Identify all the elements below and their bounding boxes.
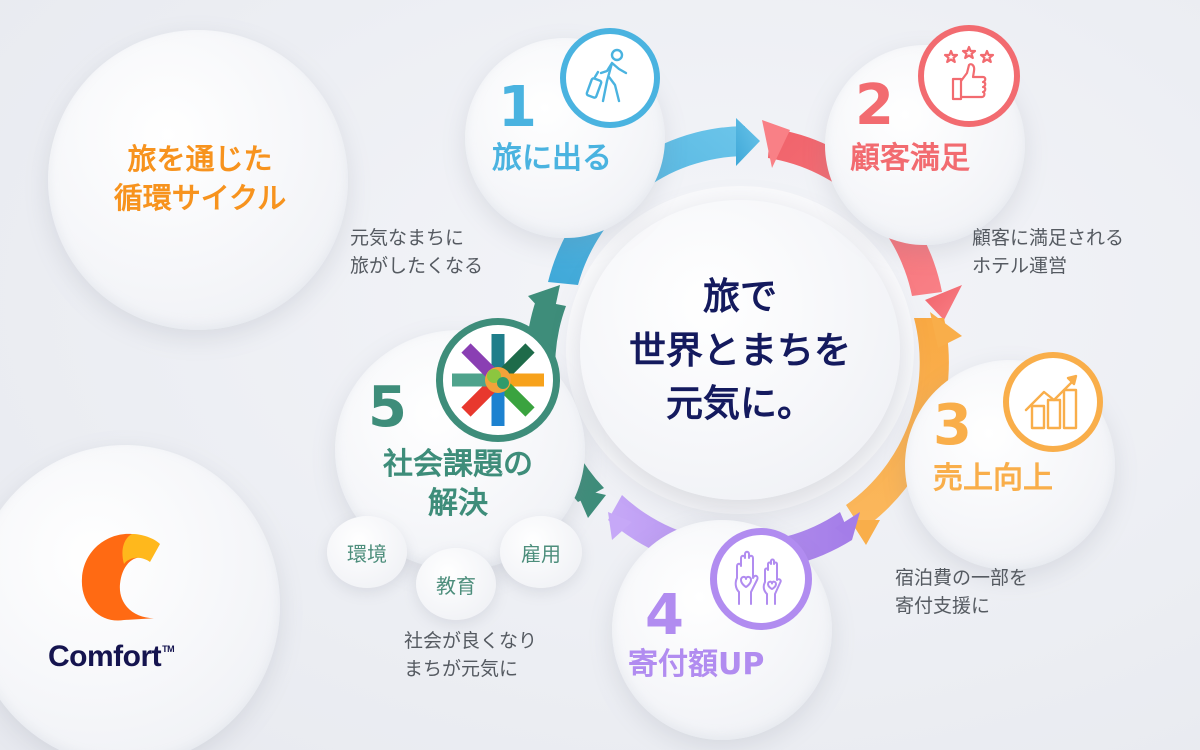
- step-2-caption: 顧客に満足される ホテル運営: [972, 227, 1125, 277]
- step-3-label: 売上向上: [933, 461, 1053, 496]
- step-5-label: 社会課題の 解決: [383, 447, 533, 521]
- step-1-caption: 元気なまちに 旅がしたくなる: [350, 227, 484, 277]
- sub-topic-label: 雇用: [521, 541, 561, 566]
- comfort-logo-icon: [81, 533, 160, 621]
- step-2-icon-circle: [918, 25, 1020, 127]
- brand-name: ComfortTM: [48, 640, 175, 674]
- sub-topic-education: 教育: [416, 548, 496, 620]
- step-4-caption: 宿泊費の一部を 寄付支援に: [895, 567, 1029, 617]
- hands-with-hearts-icon: [734, 550, 782, 605]
- arrow-segment-3: [846, 318, 949, 530]
- step-4-icon-circle: [710, 528, 812, 630]
- logo-bubble: [0, 445, 280, 750]
- center-slogan: 旅で 世界とまちを 元気に。: [629, 275, 851, 426]
- trademark-symbol: TM: [162, 644, 175, 654]
- step-5-icon-circle: [436, 318, 560, 442]
- traveler-with-suitcase-icon: [585, 48, 628, 103]
- step-1-number: 1: [498, 75, 537, 140]
- step-5-number: 5: [368, 375, 407, 440]
- sub-topic-label: 教育: [436, 573, 476, 598]
- thumbs-up-stars-icon: [943, 45, 995, 101]
- step-5-caption: 社会が良くなり まちが元気に: [404, 630, 538, 680]
- step-3-number: 3: [933, 393, 972, 458]
- cycle-title: 旅を通じた 循環サイクル: [113, 142, 287, 216]
- step-1-icon-circle: [560, 28, 660, 128]
- sub-topic-employment: 雇用: [500, 516, 582, 588]
- title-bubble: [48, 30, 348, 330]
- step-1-label: 旅に出る: [492, 141, 612, 176]
- step-4-number: 4: [645, 583, 684, 648]
- sub-topic-environment: 環境: [327, 516, 407, 588]
- step-2-label: 顧客満足: [850, 141, 970, 176]
- united-hands-icon: [452, 334, 544, 426]
- step-4-label: 寄付額UP: [628, 647, 765, 682]
- brand-name-text: Comfort: [48, 640, 162, 673]
- step-3-icon-circle: [1003, 352, 1103, 452]
- arrow-segment-2: [768, 128, 942, 296]
- sub-topic-label: 環境: [347, 541, 387, 566]
- step-2-number: 2: [855, 73, 894, 138]
- center-bubble: [580, 200, 900, 500]
- growth-bar-chart-icon: [1024, 374, 1078, 430]
